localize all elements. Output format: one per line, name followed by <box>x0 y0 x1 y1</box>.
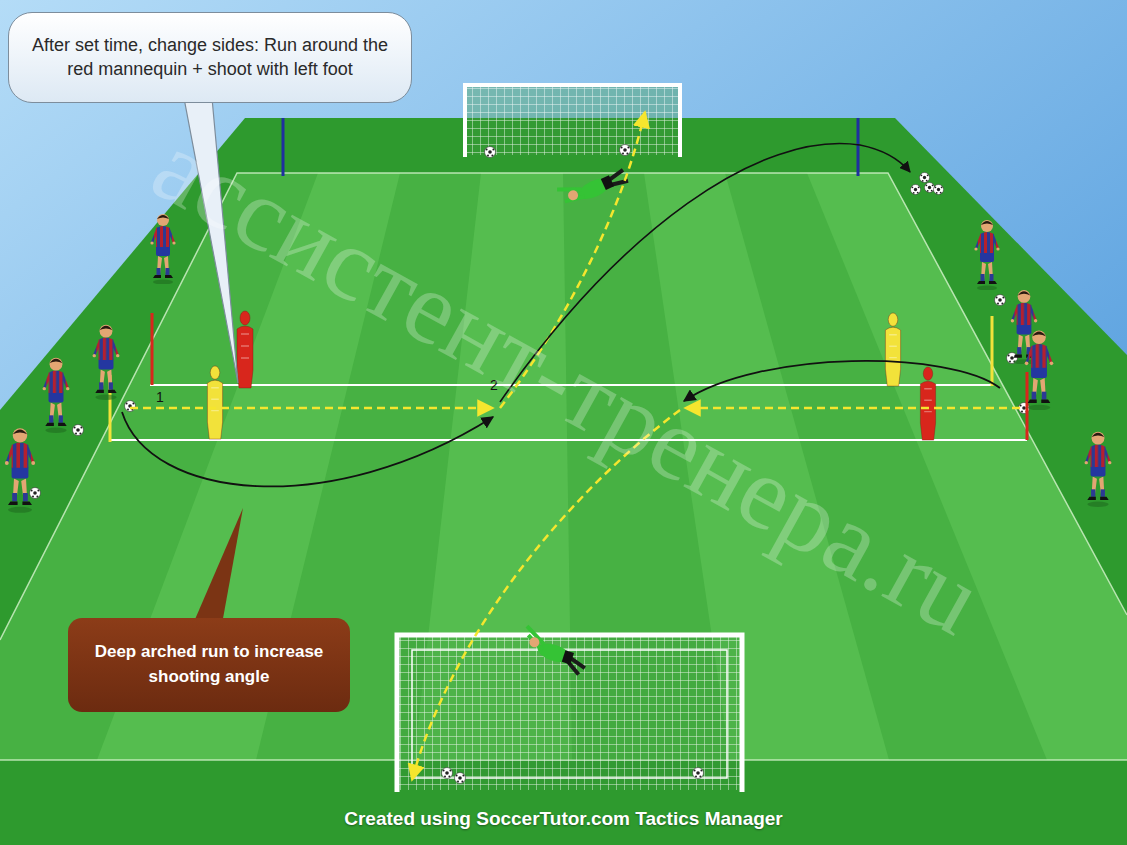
channel-line <box>150 384 993 386</box>
flag-post <box>282 118 285 176</box>
mannequins <box>207 311 935 440</box>
top-goal <box>465 85 680 157</box>
goalkeeper <box>557 161 628 211</box>
pitch-line <box>0 173 1127 640</box>
bottom-goal <box>397 635 742 792</box>
callout-text: After set time, change sides: Run around… <box>23 34 397 81</box>
callout-tail <box>184 98 238 383</box>
callout-tail <box>193 508 243 624</box>
caption: Created using SoccerTutor.com Tactics Ma… <box>0 808 1127 831</box>
callout-text: Deep arched run to increase shooting ang… <box>94 640 324 689</box>
channel-line <box>110 439 1027 441</box>
callout-number: 2 <box>490 378 498 392</box>
speech-callout: After set time, change sides: Run around… <box>8 12 412 103</box>
goalkeeper <box>518 626 592 676</box>
note-callout: Deep arched run to increase shooting ang… <box>68 618 350 712</box>
watermark: ассистент-тренера.ru <box>138 112 998 651</box>
players <box>5 214 1112 513</box>
balls <box>30 145 1030 784</box>
callout-number: 1 <box>156 390 164 404</box>
flag-post <box>857 118 860 176</box>
